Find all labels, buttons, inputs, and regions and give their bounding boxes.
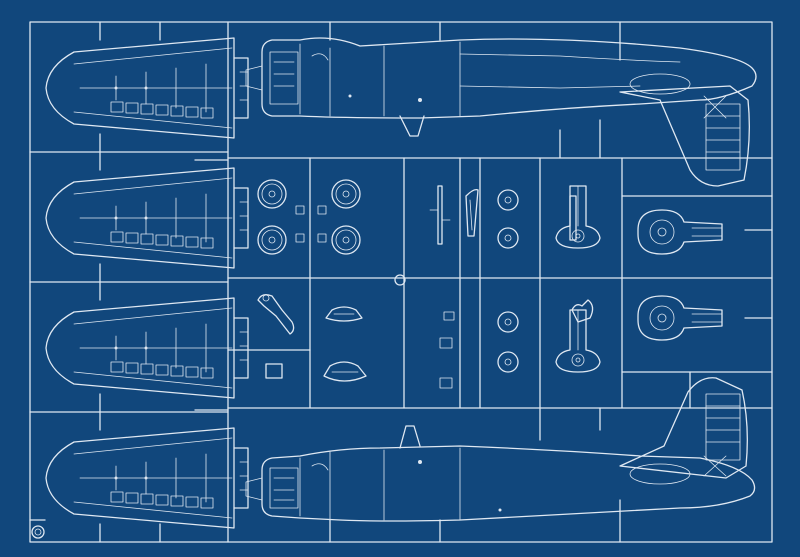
landing-gear-struts xyxy=(429,185,479,245)
small-wheels xyxy=(497,189,519,373)
fuselage-half-lower xyxy=(245,377,756,522)
fuselage-half-upper xyxy=(245,37,757,187)
control-sticks xyxy=(569,195,594,323)
main-wheels xyxy=(257,179,361,255)
cockpit-details xyxy=(257,294,455,389)
exhaust-parts xyxy=(323,306,367,382)
